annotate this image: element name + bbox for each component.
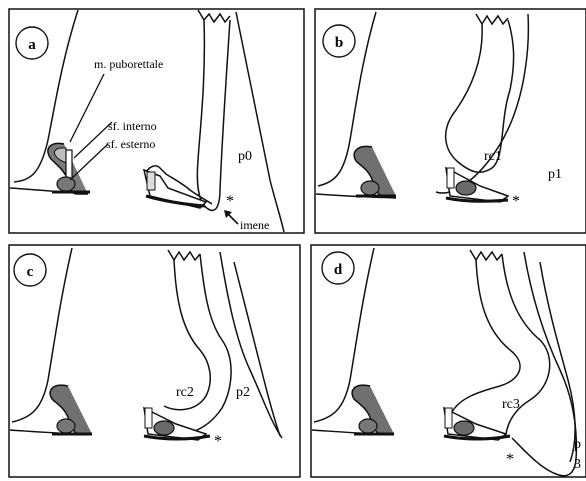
panel-d-external-sphincter [359, 419, 377, 433]
panel-a-label-external: sf. esterno [106, 137, 155, 151]
panel-a-stage-label: p0 [238, 149, 252, 164]
panel-c-asterisk: * [214, 433, 222, 450]
panel-b: b rc1 p1 * [315, 9, 586, 233]
panel-d-stage-label-line2: 3 [574, 457, 581, 472]
panel-a-asterisk: * [226, 193, 234, 210]
panel-a-label-muscle: m. puborettale [94, 57, 163, 71]
panel-d: d rc3 p 3 * [311, 245, 586, 477]
panel-b-external-sphincter [361, 181, 379, 195]
panel-b-anomaly-muscle [456, 181, 476, 195]
panel-b-asterisk: * [512, 193, 520, 210]
panel-d-letter: d [334, 262, 343, 278]
panel-a-label-internal: sf. interno [108, 119, 157, 133]
panel-d-stage-label-line1: p [574, 437, 581, 452]
panel-c-frame [9, 245, 300, 477]
panel-c-letter: c [27, 264, 34, 280]
panel-a: a m. puborettale sf. interno sf. esterno… [9, 9, 304, 233]
panel-b-stage-label: p1 [548, 167, 562, 182]
panel-a-label-hymen: imene [240, 218, 269, 232]
panel-c-anomaly-sphincter [145, 408, 152, 428]
panel-c-stage-label: p2 [236, 385, 250, 400]
panel-c-canal-label: rc2 [176, 385, 194, 400]
panel-c-anomaly-muscle [154, 421, 174, 435]
panel-d-asterisk: * [506, 451, 514, 468]
panel-b-canal-label: rc1 [484, 149, 502, 164]
panel-a-external-sphincter [57, 177, 75, 191]
panel-a-letter: a [28, 37, 36, 53]
panel-c: c rc2 p2 * [9, 245, 300, 477]
panel-d-canal-label: rc3 [502, 397, 520, 412]
panel-b-letter: b [335, 35, 343, 51]
panel-d-frame [311, 245, 586, 477]
panel-c-external-sphincter [57, 419, 75, 433]
panel-d-anomaly-sphincter [445, 408, 452, 428]
panel-a-anomaly-sphincter [147, 172, 155, 190]
panel-b-anomaly-sphincter [447, 168, 454, 188]
panel-d-anomaly-muscle [454, 421, 474, 435]
